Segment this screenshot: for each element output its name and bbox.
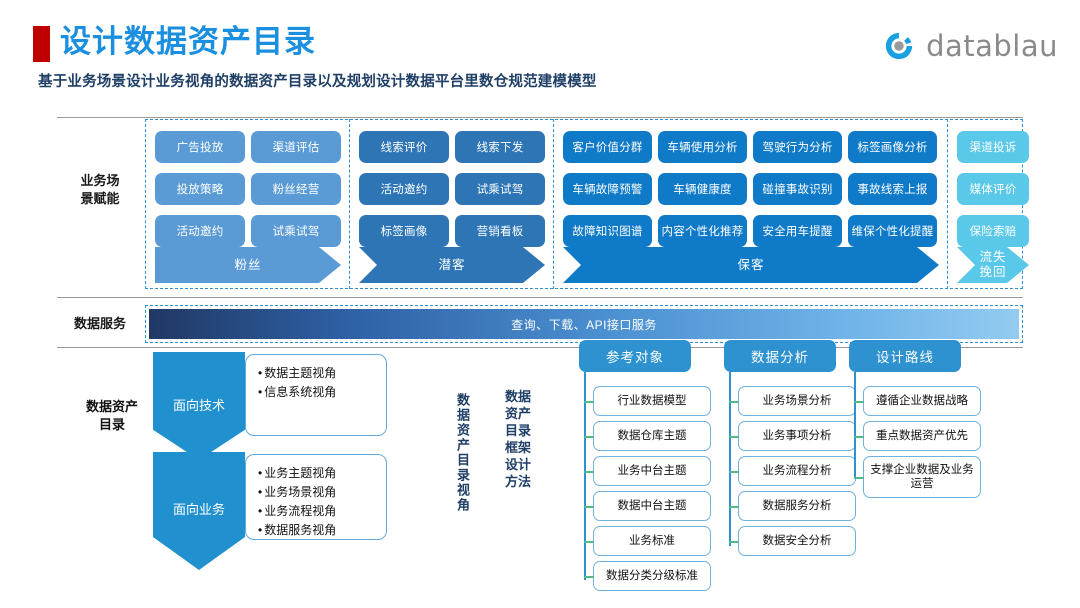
framework-method-section: 数据资产目录框架设计方法 参考对象行业数据模型数据仓库主题业务中台主题数据中台主… bbox=[505, 340, 1080, 608]
scenario-tile[interactable]: 营销看板 bbox=[455, 215, 545, 247]
framework-column-header[interactable]: 设计路线 bbox=[849, 340, 961, 372]
framework-item[interactable]: 遵循企业数据战略 bbox=[854, 386, 981, 416]
matrix-rule-bottom bbox=[57, 347, 1023, 348]
scenario-tile[interactable]: 线索评价 bbox=[359, 131, 449, 163]
row-label-data-service: 数据服务 bbox=[73, 316, 126, 331]
data-asset-catalog-section: 数据资产目录 面向技术 数据主题视角信息系统视角面向业务 业务主题视角业务场景视角业… bbox=[57, 350, 507, 600]
matrix-rule-mid bbox=[57, 297, 1023, 298]
logo-wordmark: datablau bbox=[926, 29, 1058, 63]
page-subtitle: 基于业务场景设计业务视角的数据资产目录以及规划设计数据平台里数仓规范建模模型 bbox=[38, 74, 597, 90]
scenario-tile[interactable]: 标签画像分析 bbox=[848, 131, 937, 163]
scenario-tile[interactable]: 车辆健康度 bbox=[658, 173, 747, 205]
catalog-view-item: 数据服务视角 bbox=[258, 521, 374, 540]
framework-item[interactable]: 业务事项分析 bbox=[729, 421, 856, 451]
page-header: 设计数据资产目录 基于业务场景设计业务视角的数据资产目录以及规划设计数据平台里数… bbox=[0, 0, 1080, 100]
scenario-tile[interactable]: 渠道评估 bbox=[251, 131, 341, 163]
scenario-tile[interactable]: 驾驶行为分析 bbox=[753, 131, 842, 163]
page-title: 设计数据资产目录 bbox=[60, 24, 316, 59]
scenario-tile[interactable]: 车辆使用分析 bbox=[658, 131, 747, 163]
framework-item[interactable]: 业务中台主题 bbox=[584, 456, 711, 486]
matrix-group-0: 广告投放渠道评估投放策略粉丝经营活动邀约试乘试驾粉丝 bbox=[149, 117, 347, 287]
framework-item[interactable]: 业务流程分析 bbox=[729, 456, 856, 486]
framework-spine bbox=[584, 372, 586, 580]
framework-column-header[interactable]: 参考对象 bbox=[579, 340, 691, 372]
stage-arrow[interactable]: 保客 bbox=[563, 247, 939, 283]
catalog-view-item: 业务场景视角 bbox=[258, 483, 374, 502]
matrix-group-2: 客户价值分群车辆使用分析驾驶行为分析标签画像分析车辆故障预警车辆健康度碰撞事故识… bbox=[557, 117, 945, 287]
framework-item[interactable]: 数据服务分析 bbox=[729, 491, 856, 521]
catalog-view-label: 数据资产目录视角 bbox=[455, 393, 470, 513]
scenario-tile[interactable]: 活动邀约 bbox=[359, 173, 449, 205]
group-divider bbox=[349, 119, 350, 289]
scenario-tile[interactable]: 内容个性化推荐 bbox=[658, 215, 747, 247]
scenario-tile[interactable]: 维保个性化提醒 bbox=[848, 215, 937, 247]
business-scenario-matrix: 业务场景赋能 数据服务 广告投放渠道评估投放策略粉丝经营活动邀约试乘试驾粉丝线索… bbox=[57, 117, 1029, 348]
framework-item[interactable]: 数据分类分级标准 bbox=[584, 561, 711, 591]
scenario-tile[interactable]: 车辆故障预警 bbox=[563, 173, 652, 205]
framework-column: 数据分析业务场景分析业务事项分析业务流程分析数据服务分析数据安全分析 bbox=[710, 340, 856, 556]
catalog-branch-callout: 数据主题视角信息系统视角 bbox=[245, 354, 387, 436]
scenario-tile[interactable]: 媒体评价 bbox=[957, 173, 1029, 205]
datablau-logo-icon bbox=[885, 32, 913, 60]
catalog-view-item: 业务流程视角 bbox=[258, 502, 374, 521]
framework-column: 设计路线遵循企业数据战略重点数据资产优先支撑企业数据及业务运营 bbox=[835, 340, 981, 498]
framework-item[interactable]: 业务场景分析 bbox=[729, 386, 856, 416]
scenario-tile[interactable]: 碰撞事故识别 bbox=[753, 173, 842, 205]
scenario-tile[interactable]: 试乘试驾 bbox=[251, 215, 341, 247]
scenario-tile[interactable]: 粉丝经营 bbox=[251, 173, 341, 205]
row-label-business-scenario: 业务场景赋能 bbox=[80, 173, 120, 206]
framework-item[interactable]: 业务标准 bbox=[584, 526, 711, 556]
scenario-tile[interactable]: 客户价值分群 bbox=[563, 131, 652, 163]
framework-item[interactable]: 数据中台主题 bbox=[584, 491, 711, 521]
scenario-tile[interactable]: 线索下发 bbox=[455, 131, 545, 163]
scenario-tile[interactable]: 保险索赔 bbox=[957, 215, 1029, 247]
group-divider bbox=[947, 119, 948, 289]
catalog-view-item: 业务主题视角 bbox=[258, 464, 374, 483]
framework-section-label: 数据资产目录框架设计方法 bbox=[505, 389, 532, 489]
framework-item[interactable]: 数据仓库主题 bbox=[584, 421, 711, 451]
framework-item[interactable]: 行业数据模型 bbox=[584, 386, 711, 416]
framework-item[interactable]: 重点数据资产优先 bbox=[854, 421, 981, 451]
scenario-tile[interactable]: 广告投放 bbox=[155, 131, 245, 163]
catalog-view-item: 信息系统视角 bbox=[258, 383, 374, 402]
scenario-tile[interactable]: 投放策略 bbox=[155, 173, 245, 205]
datablau-logo: datablau bbox=[882, 26, 1058, 66]
stage-arrow[interactable]: 粉丝 bbox=[155, 247, 341, 283]
scenario-tile[interactable]: 故障知识图谱 bbox=[563, 215, 652, 247]
catalog-view-item: 数据主题视角 bbox=[258, 364, 374, 383]
scenario-tile[interactable]: 活动邀约 bbox=[155, 215, 245, 247]
scenario-tile[interactable]: 渠道投诉 bbox=[957, 131, 1029, 163]
framework-item[interactable]: 数据安全分析 bbox=[729, 526, 856, 556]
catalog-branch-chevron[interactable]: 面向业务 bbox=[153, 452, 245, 570]
catalog-branch-title: 面向业务 bbox=[172, 502, 225, 518]
scenario-tile[interactable]: 事故线索上报 bbox=[848, 173, 937, 205]
scenario-tile[interactable]: 标签画像 bbox=[359, 215, 449, 247]
data-service-band: 查询、下载、API接口服务 bbox=[149, 309, 1019, 339]
matrix-group-1: 线索评价线索下发活动邀约试乘试驾标签画像营销看板潜客 bbox=[353, 117, 551, 287]
catalog-section-label: 数据资产目录 bbox=[85, 399, 138, 432]
scenario-tile[interactable]: 安全用车提醒 bbox=[753, 215, 842, 247]
group-divider bbox=[553, 119, 554, 289]
matrix-rule-top bbox=[57, 117, 1023, 118]
title-accent-bar bbox=[33, 26, 50, 62]
framework-column: 参考对象行业数据模型数据仓库主题业务中台主题数据中台主题业务标准数据分类分级标准 bbox=[565, 340, 711, 591]
framework-item[interactable]: 支撑企业数据及业务运营 bbox=[854, 456, 981, 498]
catalog-branch-chevron[interactable]: 面向技术 bbox=[153, 352, 245, 460]
framework-spine bbox=[854, 372, 856, 478]
stage-arrow[interactable]: 潜客 bbox=[359, 247, 545, 283]
scenario-tile[interactable]: 试乘试驾 bbox=[455, 173, 545, 205]
catalog-branch-callout: 业务主题视角业务场景视角业务流程视角数据服务视角 bbox=[245, 454, 387, 540]
framework-spine bbox=[729, 372, 731, 546]
matrix-group-3: 渠道投诉媒体评价保险索赔流失挽回 bbox=[951, 117, 1035, 287]
framework-column-header[interactable]: 数据分析 bbox=[724, 340, 836, 372]
catalog-branch-title: 面向技术 bbox=[172, 398, 225, 414]
stage-arrow[interactable]: 流失挽回 bbox=[957, 247, 1029, 283]
